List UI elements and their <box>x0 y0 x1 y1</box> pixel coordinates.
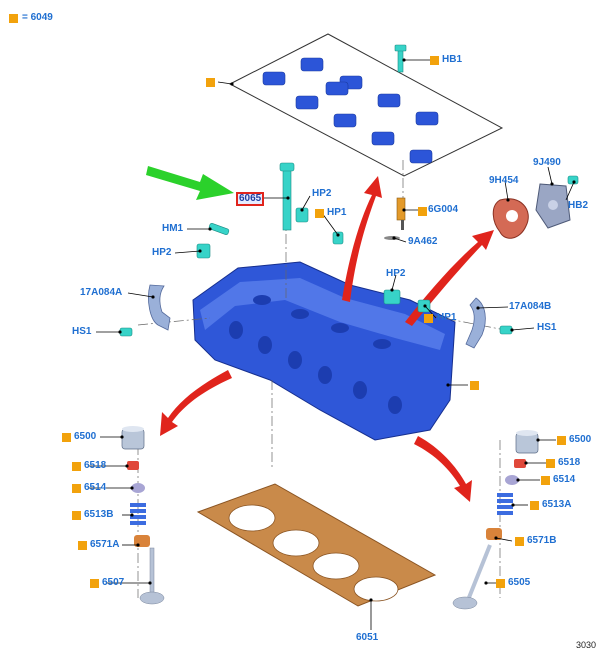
callout-6505: 6505 <box>508 577 531 588</box>
part-marker <box>206 78 215 87</box>
valve-train-right <box>452 430 539 610</box>
callout-6518-left: 6518 <box>84 460 107 471</box>
callout-hp1-top: HP1 <box>327 207 347 218</box>
bearing-caps <box>262 57 439 164</box>
callout-6514-left: 6514 <box>84 482 107 493</box>
callout-6g004: 6G004 <box>428 204 459 215</box>
part-marker <box>541 476 550 485</box>
temperature-sensor <box>396 197 406 230</box>
head-gasket <box>196 483 437 607</box>
callout-6571a: 6571A <box>90 539 120 550</box>
cylinder-head-bolt <box>279 162 295 231</box>
callout-hp2-top: HP2 <box>312 188 332 199</box>
part-marker <box>418 207 427 216</box>
callout-6514-right: 6514 <box>553 474 576 485</box>
legend: = 6049 <box>9 12 53 24</box>
callout-6513b: 6513B <box>84 509 114 520</box>
part-marker <box>62 433 71 442</box>
egr-gasket <box>492 198 529 239</box>
part-marker <box>557 436 566 445</box>
part-marker <box>315 209 324 218</box>
callout-17a084b: 17A084B <box>509 301 552 312</box>
part-marker <box>72 484 81 493</box>
part-marker <box>470 381 479 390</box>
part-marker <box>78 541 87 550</box>
legend-marker <box>9 13 18 23</box>
part-marker <box>430 56 439 65</box>
egr-cover-plate <box>535 183 571 229</box>
fasteners <box>119 44 579 337</box>
callout-9a462: 9A462 <box>408 236 438 247</box>
callout-9j490: 9J490 <box>533 157 561 168</box>
callout-6571b: 6571B <box>527 535 557 546</box>
callout-hp2-left: HP2 <box>152 247 172 258</box>
callout-hs1-left: HS1 <box>72 326 92 337</box>
part-marker <box>72 462 81 471</box>
leader-lines <box>88 58 576 630</box>
cylinder-head <box>192 261 456 441</box>
callout-hb1: HB1 <box>442 54 463 65</box>
callout-hb2: HB2 <box>568 200 589 211</box>
part-marker <box>530 501 539 510</box>
callout-6051-gasket: 6051 <box>356 632 379 643</box>
callout-6513a: 6513A <box>542 499 572 510</box>
callout-9h454: 9H454 <box>489 175 519 186</box>
callout-6518-right: 6518 <box>558 457 581 468</box>
document-number: 3030 <box>575 640 596 650</box>
part-marker <box>90 579 99 588</box>
callout-6500-right: 6500 <box>569 434 592 445</box>
callout-hm1: HM1 <box>162 223 184 234</box>
callout-6507: 6507 <box>102 577 125 588</box>
callout-highlighted-part: 6065 <box>236 192 265 206</box>
callout-hp2-mid: HP2 <box>386 268 406 279</box>
part-marker <box>72 511 81 520</box>
camshaft-bearing-caps-tray <box>228 33 504 177</box>
part-marker <box>424 314 433 323</box>
part-marker <box>546 459 555 468</box>
callout-17a084a: 17A084A <box>80 287 123 298</box>
part-marker <box>496 579 505 588</box>
callout-hs1-right: HS1 <box>537 322 557 333</box>
part-marker <box>515 537 524 546</box>
legend-text: = 6049 <box>22 12 53 23</box>
callout-6500-left: 6500 <box>74 431 97 442</box>
highlight-arrow <box>146 166 234 200</box>
callout-hp1-mid: HP1 <box>437 312 457 323</box>
